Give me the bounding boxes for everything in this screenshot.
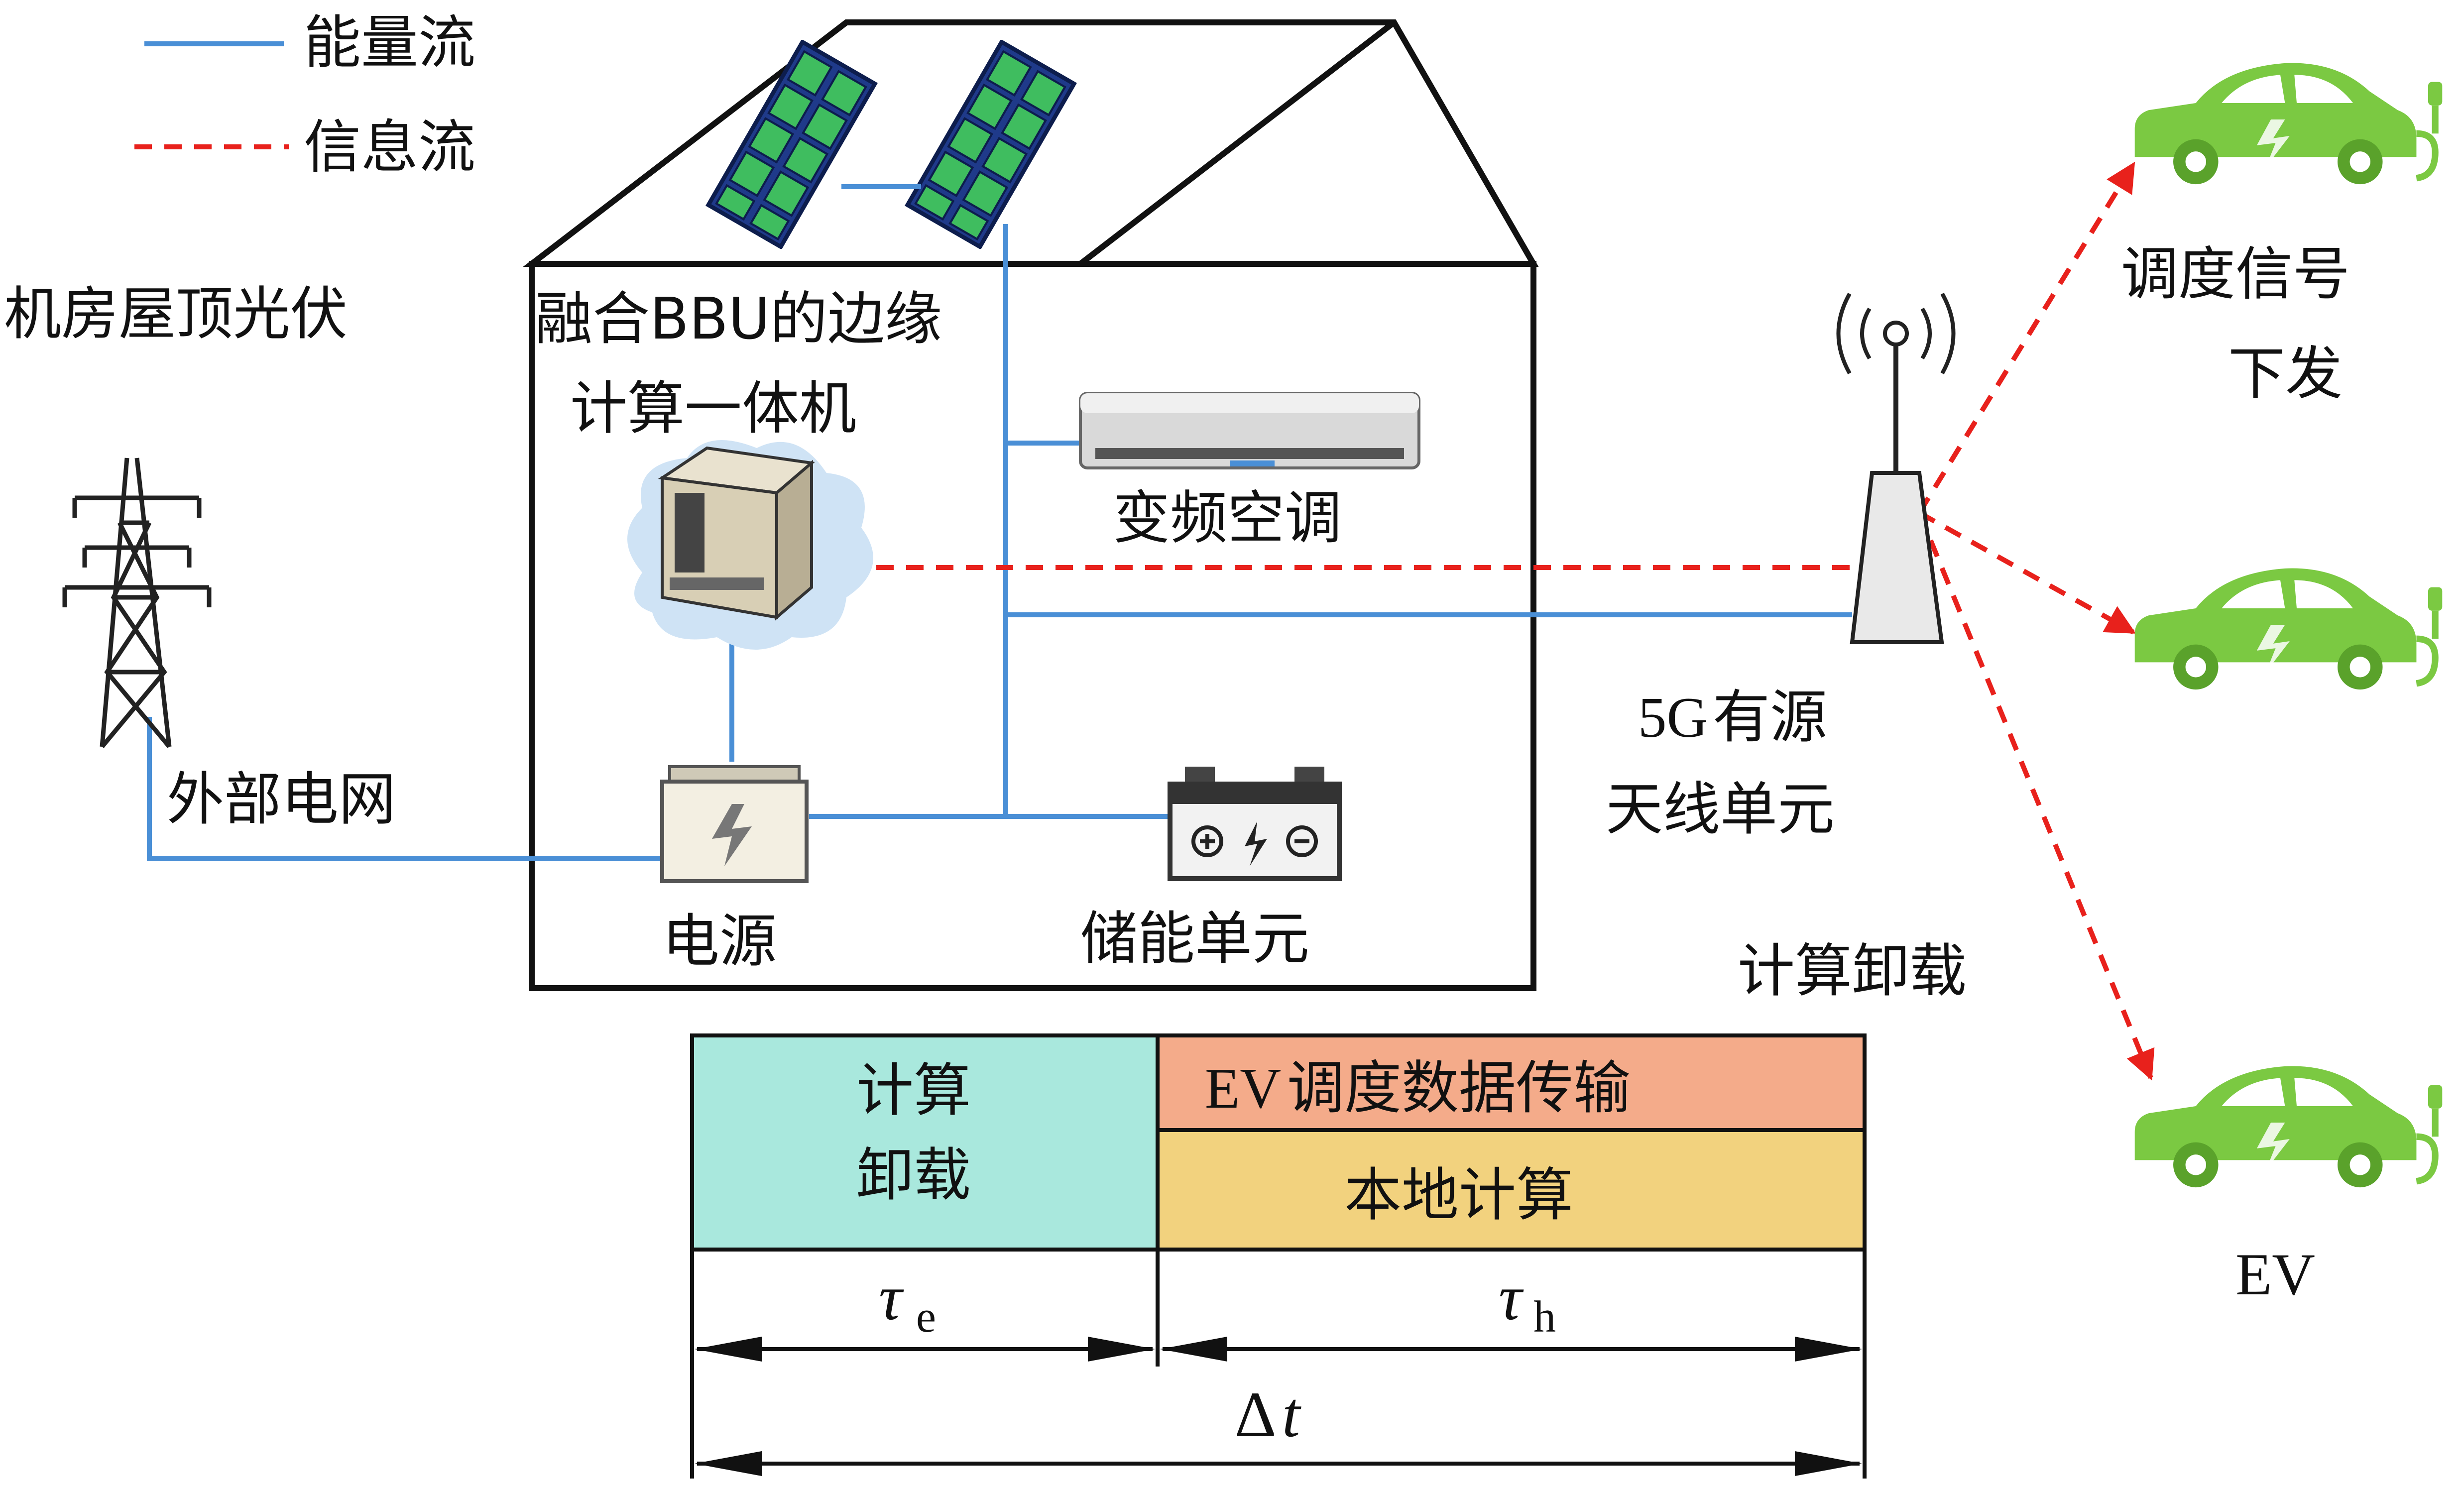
- local-compute-label: 本地计算: [1344, 1162, 1573, 1229]
- info-flow-lines: [817, 161, 2155, 1081]
- tau-e-symbol: τ: [879, 1262, 904, 1334]
- rooftop-pv-label: 机房屋顶光伏: [4, 281, 348, 347]
- ev-transfer-latin: EV: [1205, 1057, 1281, 1120]
- delta-t-variable: t: [1282, 1379, 1301, 1451]
- air-conditioner-icon: [1079, 392, 1420, 469]
- external-grid-label: 外部电网: [167, 766, 396, 833]
- server-icon: [658, 446, 815, 621]
- offload-label-line2: 卸载: [856, 1142, 971, 1209]
- legend: 能量流 信息流: [134, 9, 475, 181]
- solar-panel-icon: [908, 42, 1074, 246]
- tau-h-symbol: τ: [1499, 1262, 1524, 1334]
- offload-label-line1: 计算: [856, 1057, 971, 1124]
- offload-cell: [690, 1033, 1160, 1252]
- ev-label: EV: [2235, 1241, 2315, 1307]
- battery-icon: [1168, 767, 1342, 881]
- bbu-label-line1: 融合BBU的边缘: [535, 286, 942, 352]
- power-supply-icon: [660, 765, 809, 883]
- antenna-label-line2: 天线单元: [1606, 776, 1835, 843]
- compute-offload-label: 计算卸载: [1738, 938, 1967, 1005]
- ev-transfer-label: 调度数据传输: [1287, 1055, 1631, 1122]
- ev-car-icon: [2135, 569, 2443, 690]
- ev-transfer-cell: [1156, 1033, 1867, 1132]
- dispatch-label-line2: 下发: [2228, 341, 2343, 407]
- storage-unit-label: 储能单元: [1080, 906, 1309, 972]
- timeline: 计算 卸载 EV 调度数据传输 本地计算 τ e τ h Δ t: [690, 1033, 1867, 1479]
- solar-panel-icon: [708, 42, 875, 246]
- bbu-label-line2: 计算一体机: [570, 375, 856, 442]
- watermark: 搜狐号@电气技术: [2016, 1412, 2335, 1458]
- antenna-label-line1: 有源: [1713, 684, 1827, 751]
- ev-car-icon: [2135, 63, 2443, 185]
- energy-flow-lines: [147, 184, 1852, 861]
- tau-e-subscript: e: [916, 1292, 936, 1342]
- edge-server-group: [627, 440, 873, 650]
- antenna-label-line1-latin: 5G: [1638, 686, 1708, 749]
- legend-info-label: 信息流: [304, 114, 475, 181]
- delta-symbol: Δ: [1235, 1379, 1277, 1451]
- machine-room-house: [523, 19, 1539, 991]
- ev-car-icon: [2135, 1066, 2443, 1188]
- dispatch-label-line1: 调度信号: [2121, 241, 2350, 308]
- tau-h-subscript: h: [1533, 1292, 1556, 1342]
- power-supply-label: 电源: [662, 908, 777, 975]
- local-compute-cell: [1156, 1128, 1867, 1252]
- house-body: [529, 261, 1536, 991]
- transmission-tower-icon: [62, 457, 212, 748]
- antenna-icon: [1836, 293, 1956, 644]
- air-conditioner-label: 变频空调: [1113, 485, 1342, 552]
- legend-energy-label: 能量流: [304, 9, 475, 76]
